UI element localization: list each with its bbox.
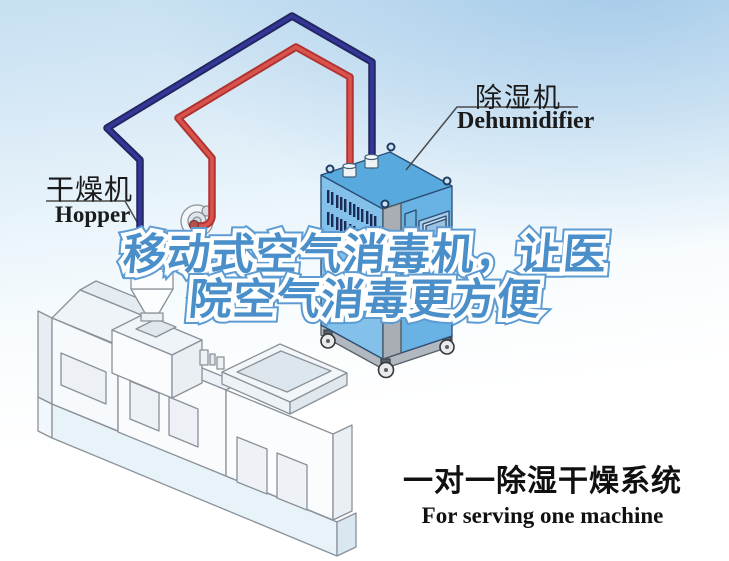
dehumidifier-machine [320, 142, 455, 379]
vent-grille [327, 190, 377, 251]
hopper-label-zh: 干燥机 [46, 174, 134, 205]
hopper-label-en: Hopper [55, 202, 131, 227]
dehumidifier-label-en: Dehumidifier [457, 108, 595, 134]
caption-en: For serving one machine [421, 503, 664, 528]
caption: 一对一除湿干燥系统 For serving one machine [400, 456, 685, 529]
pipe-fittings [133, 153, 379, 253]
headline-line-2-text: 院空气消毒更方便 [186, 276, 543, 324]
control-door [418, 210, 450, 308]
lifting-eyes [325, 142, 452, 209]
dry-air-pipe-blue [103, 12, 376, 256]
injection-molding-machine [37, 280, 357, 557]
caption-zh: 一对一除湿干燥系统 [403, 465, 682, 498]
headline-line-1: 移动式空气消毒机，让医 移动式空气消毒机，让医 移动式空气消毒机，让医 [0, 225, 729, 285]
headline: 移动式空气消毒机，让医 移动式空气消毒机，让医 移动式空气消毒机，让医 院空气消… [0, 225, 729, 330]
hopper-dryer [130, 236, 192, 322]
return-air-pipe-red [174, 43, 354, 230]
headline-line-2: 院空气消毒更方便 院空气消毒更方便 院空气消毒更方便 [0, 270, 729, 330]
headline-line-1-text: 移动式空气消毒机，让医 [120, 231, 609, 279]
dehumidifier-label-zh: 除湿机 [475, 83, 562, 113]
